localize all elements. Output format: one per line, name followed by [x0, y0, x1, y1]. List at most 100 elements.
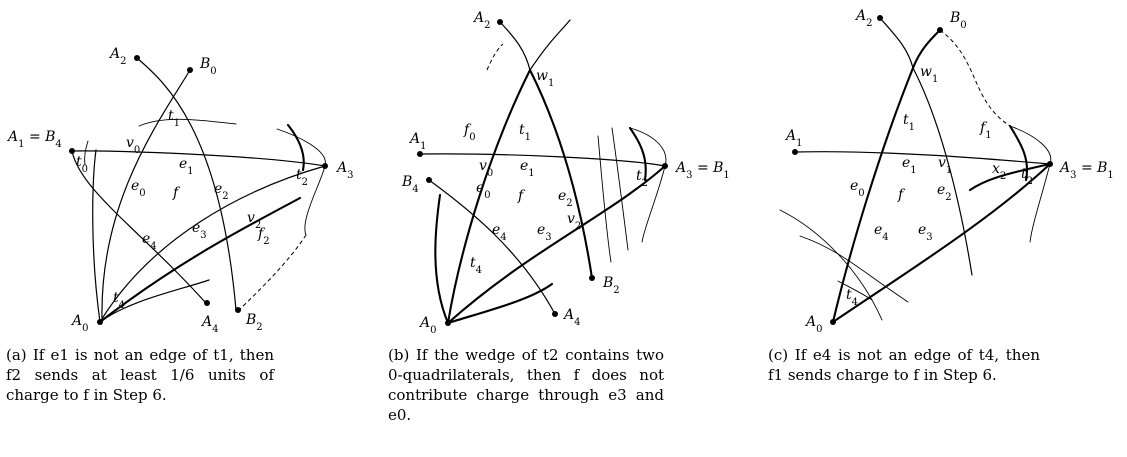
label: v2	[567, 211, 581, 232]
arc-t4	[837, 280, 873, 301]
label: A4	[562, 307, 581, 328]
arc-t2-inner	[1008, 124, 1029, 182]
label: t4	[846, 287, 858, 308]
point-a2	[497, 19, 503, 25]
label: e3	[537, 222, 552, 243]
edge-a1-a3	[71, 150, 326, 167]
edge-a1-a3	[794, 151, 1051, 165]
point-a0	[830, 319, 836, 325]
edge-a1-a3	[419, 153, 666, 167]
label: A4	[200, 314, 219, 335]
edge-a2-w1	[879, 17, 914, 69]
dashed-b	[486, 43, 504, 71]
edge-a2-w1	[499, 21, 531, 71]
edge-a0-a3	[446, 164, 667, 325]
label: w1	[536, 68, 554, 89]
label: A1 = B4	[6, 129, 62, 150]
edge-a0-w1	[446, 68, 532, 325]
label: e2	[937, 182, 952, 203]
label: A0	[70, 313, 89, 334]
point-a2	[877, 15, 883, 21]
label: e3	[918, 222, 933, 243]
label: t1	[168, 108, 180, 129]
edge-a0-t4	[446, 282, 554, 325]
label: e0	[850, 178, 865, 199]
label: f	[517, 188, 526, 204]
label: e1	[520, 158, 535, 179]
label: B0	[199, 56, 217, 77]
edge-a0-left	[434, 193, 450, 325]
label: e0	[476, 180, 491, 201]
label: A0	[804, 314, 823, 335]
line-wedge-1	[597, 135, 612, 263]
arc-t2-inner	[628, 126, 647, 182]
label: t1	[519, 122, 531, 143]
edge-a0-b0	[831, 28, 942, 324]
label: A0	[418, 315, 437, 336]
label: t1	[903, 112, 915, 133]
point-b2	[235, 307, 241, 313]
label: B2	[245, 312, 263, 333]
point-a4	[552, 311, 558, 317]
label: e3	[192, 220, 207, 241]
label: f2	[257, 226, 270, 247]
label: x2	[992, 161, 1006, 182]
arc-t2-inner	[286, 123, 305, 172]
label: t0	[76, 154, 88, 175]
point-a3	[1047, 161, 1053, 167]
label: v1	[938, 155, 952, 176]
point-a2	[134, 55, 140, 61]
edge-a0-up	[92, 149, 101, 323]
edge-a0-a3	[831, 162, 1052, 324]
point-b4	[426, 177, 432, 183]
label: A2	[108, 46, 127, 67]
caption-c: (c) If e4 is not an edge of t4, then f1 …	[768, 346, 1040, 384]
line-e4-1	[779, 209, 883, 321]
edge-w1-down	[912, 67, 973, 276]
edge-a3-a0	[99, 165, 326, 323]
label: A3 = B1	[674, 160, 730, 181]
point-a0	[97, 319, 103, 325]
label: t4	[470, 255, 482, 276]
arc-t0	[84, 140, 89, 166]
label: e4	[492, 222, 507, 243]
label: e1	[902, 155, 917, 176]
label: A2	[854, 8, 873, 29]
arc-t1	[138, 118, 237, 127]
label: e2	[214, 181, 229, 202]
point-a0	[445, 320, 451, 326]
label: e0	[131, 178, 146, 199]
point-a1	[69, 148, 75, 154]
diagram-b: A2 w1 f0 t1 A1 v0 e1 A3 = B1 t2 B4 e0 f …	[401, 10, 730, 336]
label: A3	[335, 160, 354, 181]
dashed-c	[939, 29, 1011, 127]
point-a4	[204, 300, 210, 306]
label: A1	[408, 131, 427, 152]
label: e1	[179, 156, 194, 177]
label: A2	[472, 10, 491, 31]
label: B4	[401, 174, 419, 195]
label: A1	[784, 128, 803, 149]
dashed-f2	[239, 234, 307, 310]
panel-a: A2 B0 t1 A1 = B4 v0 t0 e1 A3 t2 e0 e2 f …	[0, 0, 380, 457]
panel-c: A2 B0 w1 t1 f1 A1 e1 v1 x2 t2 A3 = B1 e0…	[760, 0, 1127, 457]
label: v0	[479, 158, 493, 179]
point-a3	[322, 163, 328, 169]
edge-a0-a3-thick	[98, 196, 302, 324]
point-a1	[417, 151, 423, 157]
point-a3	[662, 163, 668, 169]
edge-w1-b2	[528, 68, 594, 280]
label: t2	[296, 167, 308, 188]
edge-a2-b2	[136, 57, 237, 311]
label: f	[897, 187, 906, 203]
label: t2	[1021, 166, 1033, 187]
diagram-a: A2 B0 t1 A1 = B4 v0 t0 e1 A3 t2 e0 e2 f …	[6, 46, 354, 335]
point-b2	[589, 275, 595, 281]
label: w1	[920, 64, 938, 85]
edge-a1-a4	[71, 150, 206, 303]
label: v0	[126, 135, 140, 156]
line-wedge-2	[611, 127, 629, 251]
point-a1	[792, 149, 798, 155]
edge-b4-a4	[428, 179, 556, 315]
label: f0	[463, 122, 476, 143]
